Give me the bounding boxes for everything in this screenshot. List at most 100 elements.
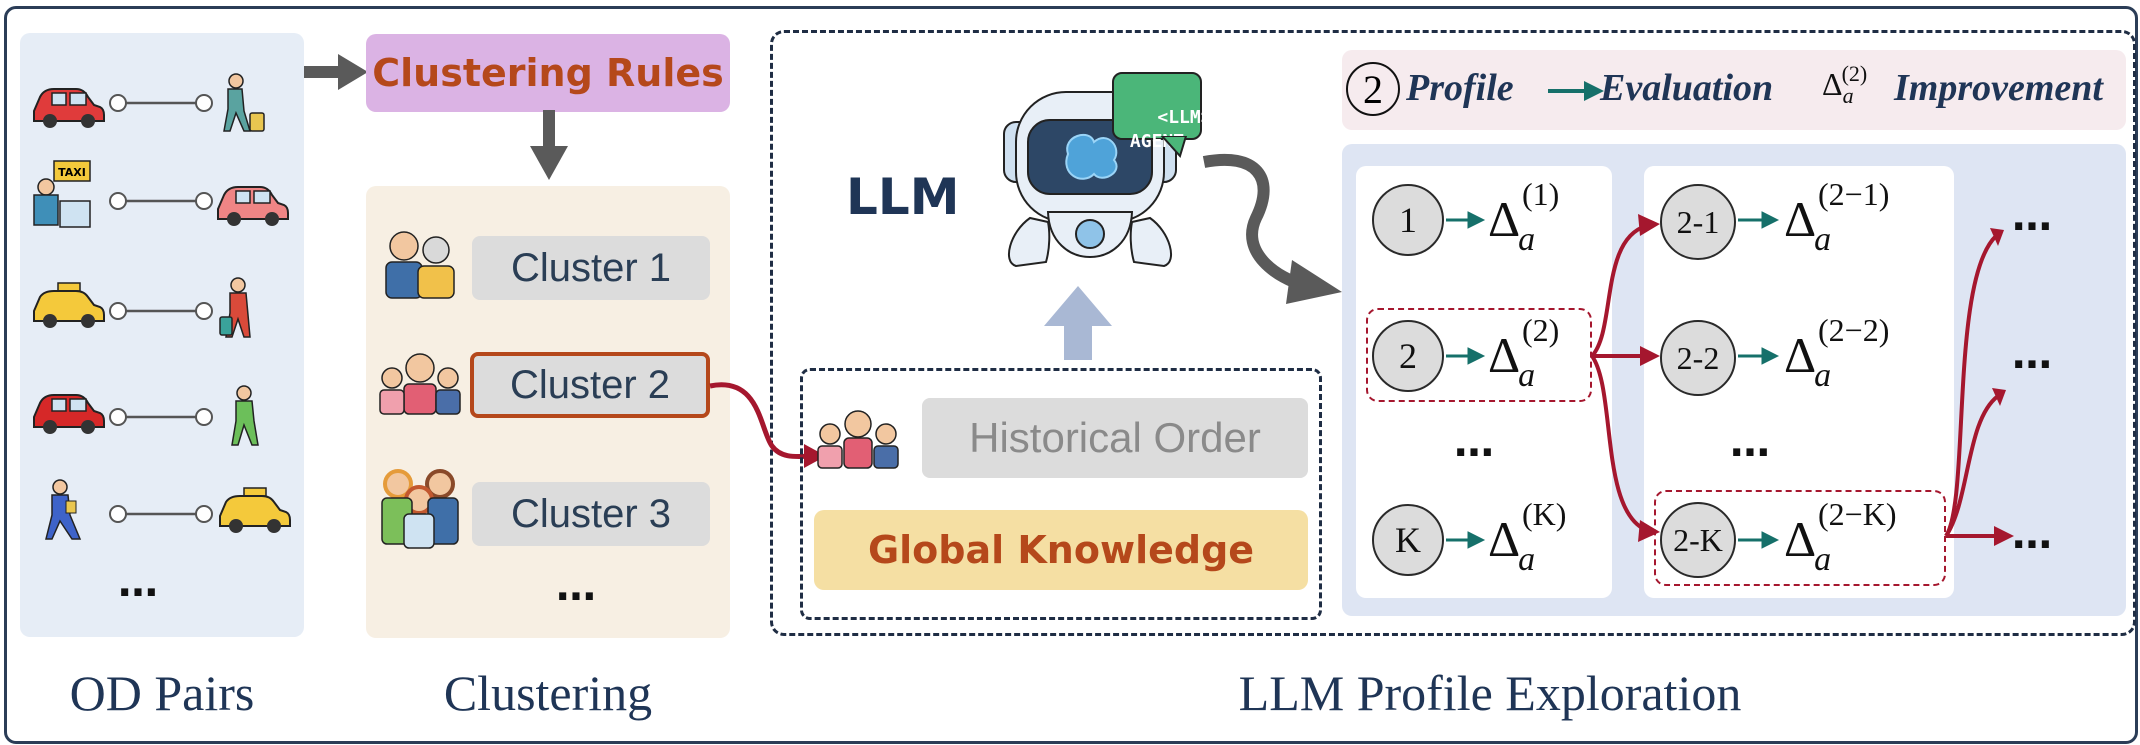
delta-1-symbol: Δ — [1488, 191, 1521, 247]
delta-2-k-sub: a — [1814, 541, 1832, 578]
traveller-icon — [223, 73, 265, 132]
child-node-2-2-label: 2-2 — [1676, 339, 1720, 376]
delta-2-k-symbol: Δ — [1784, 511, 1817, 567]
arrow-to-clusters — [530, 110, 568, 180]
walker-icon — [45, 479, 82, 540]
crowd-group-icon — [381, 469, 459, 549]
llm-input-frame — [800, 368, 1322, 620]
selected-child-highlight — [1654, 490, 1946, 586]
traveller-icon — [219, 277, 251, 338]
od-pairs-graphic: TAXI — [33, 73, 291, 540]
taxi-icon — [219, 487, 291, 533]
delta-2: Δa (2) — [1488, 312, 1559, 394]
delta-2-k: Δa (2−K) — [1784, 496, 1896, 578]
cluster-ellipsis: … — [556, 564, 600, 610]
taxi-sign-person-icon: TAXI — [33, 160, 91, 228]
header-evaluation: Evaluation — [1600, 67, 1774, 109]
delta-1: Δa (1) — [1488, 176, 1559, 258]
od-row-2: TAXI — [33, 160, 289, 228]
cluster-2-label: Cluster 2 — [509, 362, 671, 407]
exploration-header — [1342, 50, 2126, 130]
second-level-ellipsis: … — [1730, 420, 1774, 466]
badge-tail — [1160, 136, 1188, 158]
header-delta-sub: a — [1842, 83, 1854, 108]
header-delta: Δa(2) — [1822, 61, 1867, 108]
elderly-group-icon — [385, 231, 455, 299]
child-node-2-1: 2-1 — [1660, 184, 1736, 260]
taxi-icon — [33, 282, 105, 328]
delta-2-sup: (2) — [1522, 312, 1560, 348]
car-icon — [33, 394, 105, 434]
step-circle: 2 — [1346, 62, 1400, 116]
outer-frame — [4, 6, 2138, 744]
delta-2-1-sup: (2−1) — [1818, 176, 1890, 212]
arrow-cluster2-to-history — [709, 382, 826, 468]
od-ellipsis: … — [118, 560, 162, 606]
profile-node-2: 2 — [1372, 320, 1444, 392]
delta-2-k-sup: (2−K) — [1818, 496, 1897, 532]
delta-1-sup: (1) — [1522, 176, 1560, 212]
delta-2-1-symbol: Δ — [1784, 191, 1817, 247]
header-delta-base: Δ — [1822, 66, 1843, 102]
arrow-to-rules — [304, 54, 368, 90]
caption-od-pairs: OD Pairs — [69, 665, 255, 721]
cluster-1-box: Cluster 1 — [472, 236, 710, 300]
family-group-icon — [379, 353, 461, 415]
caption-clustering: Clustering — [443, 665, 653, 721]
clustering-rules-box: Clustering Rules — [366, 34, 730, 112]
delta-2-sub: a — [1518, 357, 1536, 394]
cluster-3-box: Cluster 3 — [472, 482, 710, 546]
child-node-2-1-label: 2-1 — [1676, 203, 1720, 240]
delta-2-2-sub: a — [1814, 357, 1832, 394]
delta-2-symbol: Δ — [1488, 327, 1521, 383]
caption-llm-profile-exploration: LLM Profile Exploration — [1238, 665, 1742, 721]
header-delta-sup: (2) — [1841, 61, 1868, 86]
walker-icon — [231, 385, 259, 446]
step-number: 2 — [1363, 66, 1383, 112]
car-icon — [217, 186, 289, 226]
global-knowledge-label: Global Knowledge — [867, 528, 1255, 572]
delta-1-sub: a — [1518, 221, 1536, 258]
profile-node-1-label: 1 — [1399, 200, 1417, 240]
profile-node-k-label: K — [1395, 520, 1421, 560]
llm-label: LLM — [846, 168, 960, 226]
next-level-ellipsis-2: … — [2012, 332, 2056, 378]
historical-order-box: Historical Order — [922, 398, 1308, 478]
delta-2-1: Δa (2−1) — [1784, 176, 1889, 258]
car-icon — [33, 88, 105, 128]
clustering-rules-label: Clustering Rules — [372, 51, 724, 95]
delta-2-1-sub: a — [1814, 221, 1832, 258]
delta-2-2-symbol: Δ — [1784, 327, 1817, 383]
header-teal-arrow — [1548, 81, 1604, 101]
global-knowledge-box: Global Knowledge — [814, 510, 1308, 590]
arrow-to-llm — [1044, 286, 1112, 360]
header-improvement: Improvement — [1894, 67, 2103, 109]
next-level-ellipsis-3: … — [2012, 512, 2056, 558]
llm-agent-badge: <LLM> AGENT — [1112, 72, 1212, 152]
next-level-ellipsis-1: … — [2012, 194, 2056, 240]
delta-k-sub: a — [1518, 541, 1536, 578]
profile-node-k: K — [1372, 504, 1444, 576]
od-row-1 — [33, 73, 265, 132]
delta-k-sup: (K) — [1522, 496, 1567, 532]
od-row-5 — [45, 479, 291, 540]
robot-agent-icon — [1003, 91, 1177, 268]
delta-k: Δa (K) — [1488, 496, 1566, 578]
header-profile: Profile — [1406, 67, 1514, 109]
delta-2-2: Δa(2−2) — [1784, 312, 1889, 394]
historical-order-label: Historical Order — [969, 414, 1261, 461]
od-row-4 — [33, 385, 259, 446]
od-pairs-panel — [20, 33, 304, 637]
svg-text:TAXI: TAXI — [58, 166, 86, 179]
child-node-2-k: 2-K — [1660, 502, 1736, 578]
profile-node-1: 1 — [1372, 184, 1444, 256]
user-group-icon — [817, 410, 899, 469]
delta-k-symbol: Δ — [1488, 511, 1521, 567]
cluster-3-label: Cluster 3 — [510, 491, 672, 536]
child-node-2-2: 2-2 — [1660, 320, 1736, 396]
od-row-3 — [33, 277, 251, 338]
arrow-llm-to-exploration — [1202, 153, 1342, 304]
child-node-2-k-label: 2-K — [1673, 521, 1723, 558]
